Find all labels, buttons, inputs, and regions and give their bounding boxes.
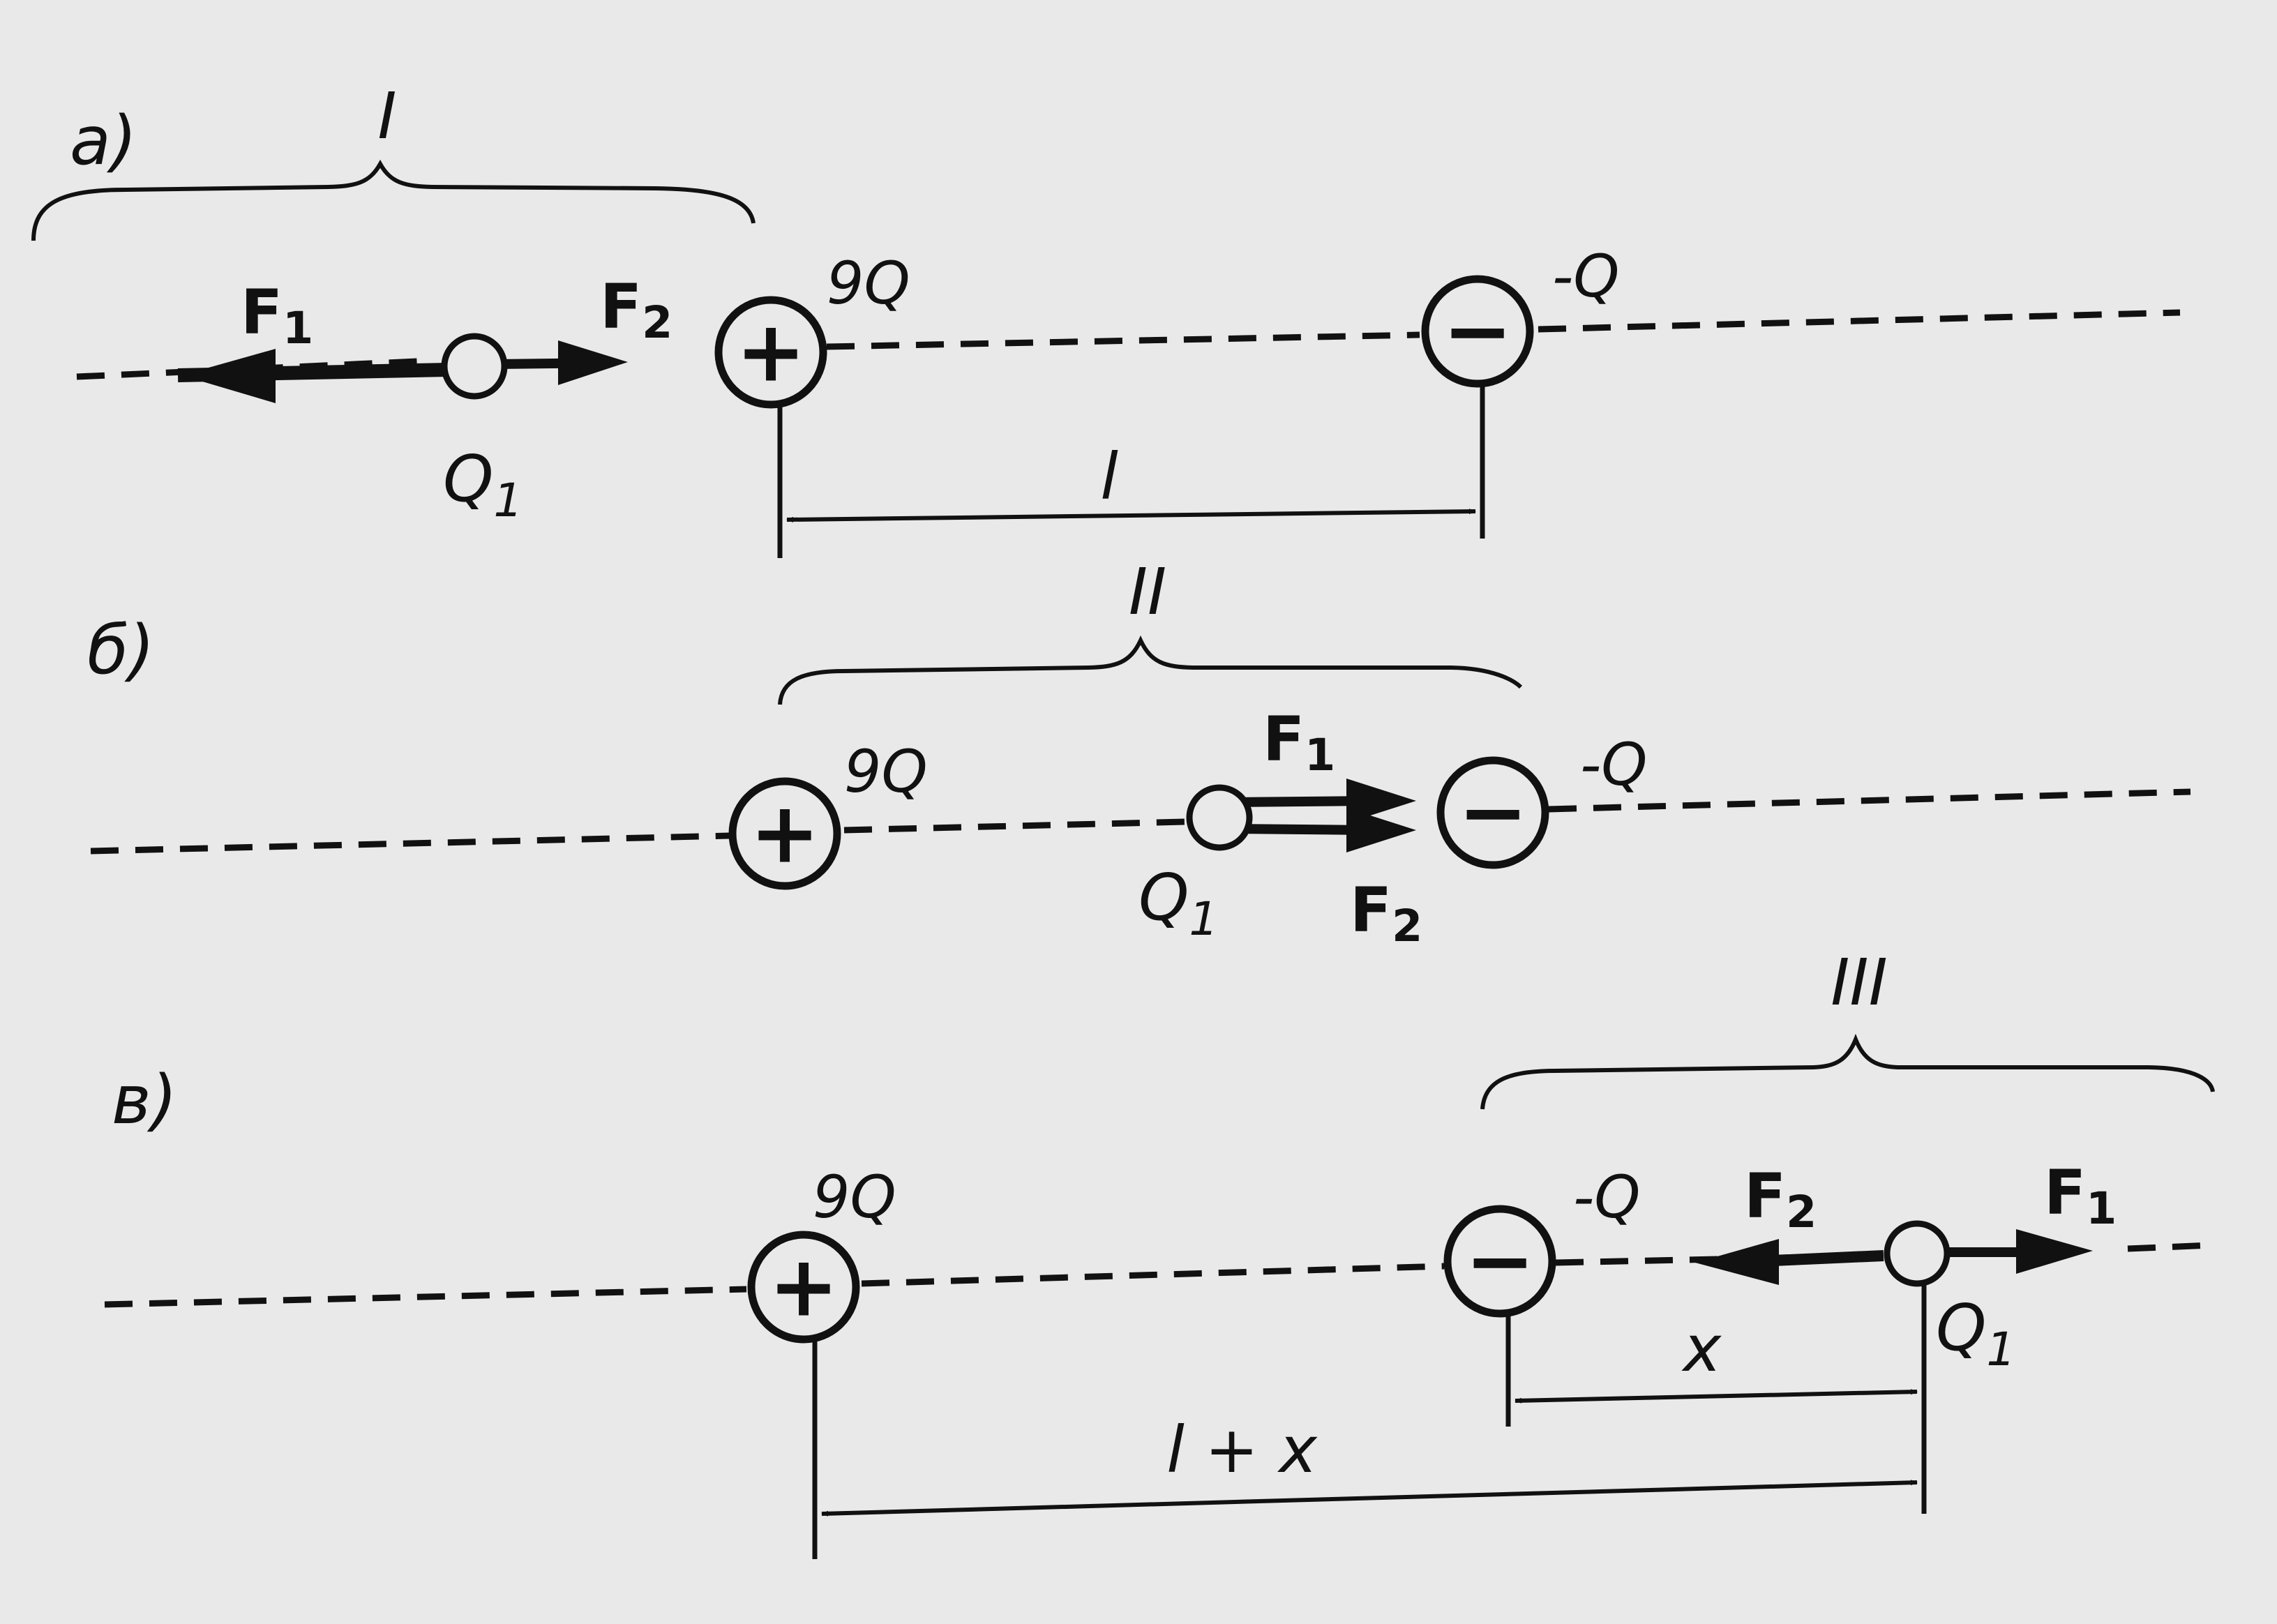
test-charge-label-b: Q1 [1138,860,1219,946]
axis-c-right-outer [2127,1242,2212,1252]
force-f2-arrow-b [1234,824,1368,835]
distance-l-plus-x-label: l + x [1166,1413,1318,1487]
negative-charge-a [1421,275,1534,388]
force-f2-label-a: F2 [600,271,672,348]
region-i-brace [31,159,756,241]
force-f2-label-b: F2 [1350,874,1422,952]
force-f2-arrowhead-c [1695,1239,1779,1285]
positive-charge-c [747,1231,860,1344]
charge-9q-label-b: 9Q [844,737,928,806]
panel-b: б) II F1 F2 Q1 + 9Q − -Q [87,555,2191,952]
test-charge-label-c: Q1 [1936,1291,2016,1376]
axis-b-left [90,832,730,855]
force-f1-arrow-b [1234,796,1368,807]
panel-c: в) III F2 F1 Q1 + 9Q − -Q x l + [104,945,2215,1559]
axis-b-mid [843,818,1187,834]
axis-c-left [104,1286,747,1308]
force-f2-label-c: F2 [1744,1160,1817,1238]
minus-sign-a: − [1443,283,1513,380]
plus-sign-a: + [736,304,806,401]
test-charge-b [1186,784,1253,851]
axis-c-mid [861,1263,1445,1287]
force-f1-arrowhead-b [1346,779,1416,823]
region-ii-brace [778,635,1523,705]
distance-l-label: l [1100,439,1118,514]
plus-sign-c: + [769,1239,839,1336]
force-f1-arrowhead-a [181,349,276,403]
force-f1-label-a: F1 [241,276,313,354]
axis-b-right [1548,788,2191,813]
test-charge-a [441,333,508,400]
axis-a-right [1538,309,2181,333]
region-iii-label: III [1831,945,1887,1020]
negative-charge-b [1436,756,1549,869]
plus-sign-b: + [750,785,820,882]
panel-b-letter: б) [87,611,155,689]
distance-x-label: x [1681,1311,1722,1386]
axis-a-mid [826,331,1420,350]
charge-minus-q-label-a: -Q [1552,242,1619,310]
positive-charge-b [728,777,841,890]
region-i-label: I [377,79,396,153]
force-f2-arrowhead-b [1346,808,1416,852]
positive-charge-a [714,296,827,409]
test-charge-c [1884,1220,1951,1287]
axis-a-left [76,357,433,380]
panel-c-letter: в) [112,1061,177,1139]
distance-x-dimension [1515,1389,1918,1404]
force-f1-label-c: F1 [2044,1157,2117,1234]
charge-9q-label-a: 9Q [827,249,910,317]
charge-minus-q-label-b: -Q [1580,730,1647,799]
minus-sign-c: − [1465,1213,1535,1310]
distance-l-dimension [786,509,1476,522]
charge-minus-q-label-c: -Q [1573,1163,1640,1231]
force-f2-arrowhead-a [558,340,628,385]
test-charge-label-a: Q1 [443,442,523,527]
charge-9q-label-c: 9Q [813,1163,896,1231]
panel-a: a) I F1 F2 Q1 + 9Q − -Q l [31,79,2181,558]
panel-a-letter: a) [70,102,137,180]
negative-charge-c [1443,1205,1556,1318]
distance-l-plus-x-dimension [821,1480,1918,1517]
region-ii-label: II [1129,555,1166,629]
force-f1-arrowhead-c [2016,1229,2093,1274]
force-f1-label-b: F1 [1263,703,1335,781]
region-iii-brace [1480,1033,2215,1110]
minus-sign-b: − [1458,765,1528,862]
